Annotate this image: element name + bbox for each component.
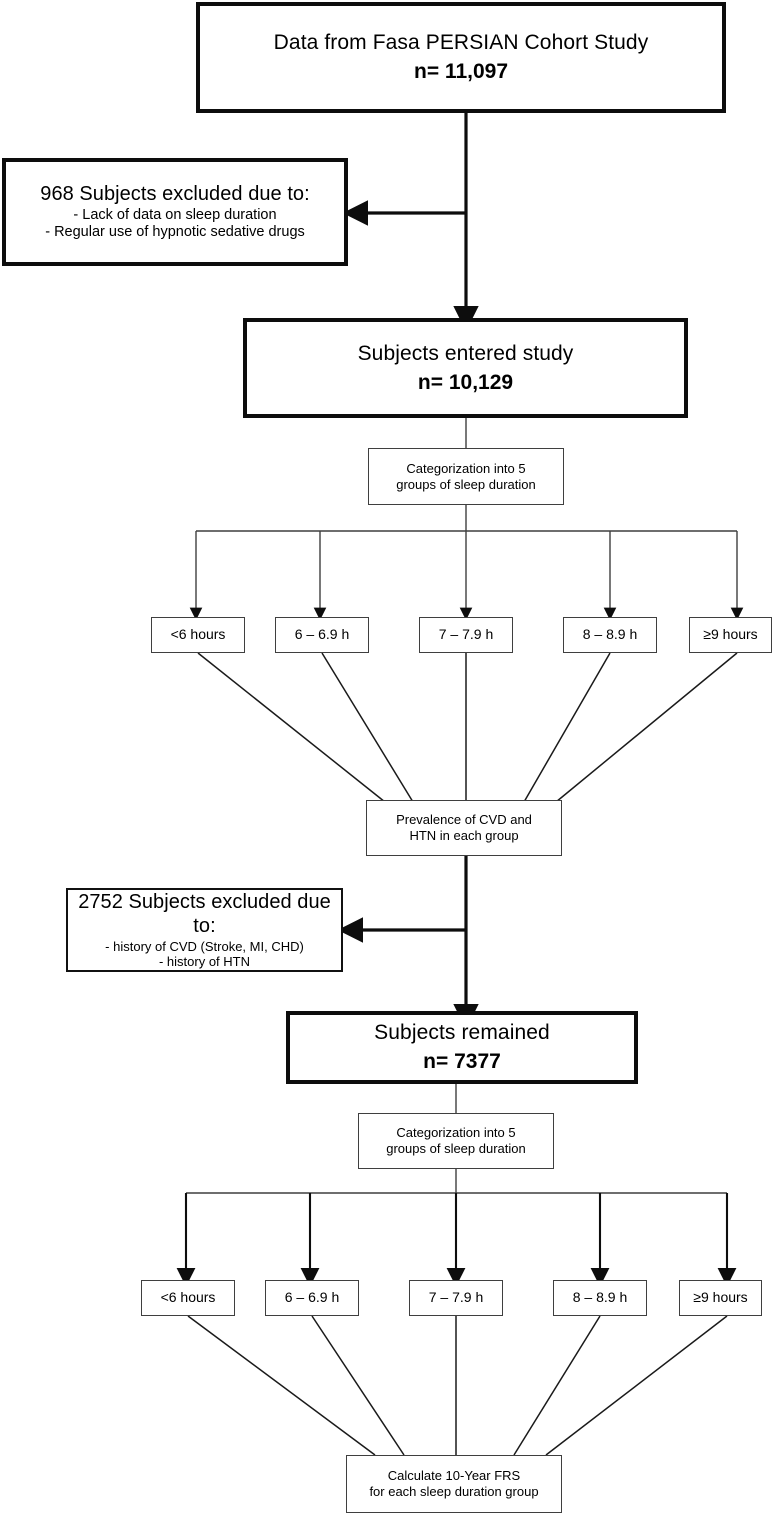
group-box-bottom-1: <6 hours [141,1280,235,1316]
group-label-bottom-4: 8 – 8.9 h [572,1289,628,1306]
entered-count: n= 10,129 [417,370,514,394]
categorization-1-line-2: groups of sleep duration [396,476,536,492]
edge-categorization-2-to-bar [176,1169,737,1287]
entered-title: Subjects entered study [357,341,574,365]
node-categorization-1: Categorization into 5 groups of sleep du… [368,448,564,505]
edge-groups-to-frs [187,1315,728,1456]
group-label-bottom-5: ≥9 hours [693,1289,748,1306]
categorization-2-line-1: Categorization into 5 [396,1125,516,1141]
group-box-top-3: 7 – 7.9 h [419,617,513,653]
edge-categorization-1-to-bar [189,505,744,621]
categorization-1-line-1: Categorization into 5 [406,460,526,476]
exclusion-1-reason-2: - Regular use of hypnotic sedative drugs [45,224,305,241]
group-label-bottom-2: 6 – 6.9 h [284,1289,340,1306]
group-label-top-1: <6 hours [170,626,226,643]
edge-groups-to-prevalence [197,652,738,803]
node-exclusion-1: 968 Subjects excluded due to: - Lack of … [2,158,348,266]
exclusion-1-heading: 968 Subjects excluded due to: [40,183,310,206]
categorization-2-line-2: groups of sleep duration [386,1141,526,1156]
frs-line-1: Calculate 10-Year FRS [387,1468,521,1484]
exclusion-2-heading: 2752 Subjects excluded due to: [78,890,331,938]
source-title: Data from Fasa PERSIAN Cohort Study [273,31,649,55]
group-box-bottom-4: 8 – 8.9 h [553,1280,647,1316]
source-count: n= 11,097 [414,60,508,83]
node-subjects-remained: Subjects remained n= 7377 [286,1011,638,1084]
prevalence-line-1: Prevalence of CVD and [396,812,532,828]
node-prevalence: Prevalence of CVD and HTN in each group [366,800,562,856]
frs-line-2: for each sleep duration group [369,1484,539,1499]
exclusion-2-reason-1: - history of CVD (Stroke, MI, CHD) [105,938,304,954]
group-label-top-3: 7 – 7.9 h [438,626,494,643]
node-exclusion-2: 2752 Subjects excluded due to: - history… [66,888,343,972]
node-subjects-entered: Subjects entered study n= 10,129 [243,318,688,418]
group-label-bottom-3: 7 – 7.9 h [428,1289,484,1306]
node-calculate-frs: Calculate 10-Year FRS for each sleep dur… [346,1455,562,1513]
remained-count: n= 7377 [423,1050,501,1073]
group-box-top-2: 6 – 6.9 h [275,617,369,653]
exclusion-2-reason-2: - history of HTN [158,954,250,970]
group-label-top-5: ≥9 hours [703,626,758,643]
exclusion-1-reason-1: - Lack of data on sleep duration [73,206,277,223]
group-box-top-1: <6 hours [151,617,245,653]
prevalence-line-2: HTN in each group [409,828,519,843]
remained-title: Subjects remained [374,1021,550,1045]
group-label-top-4: 8 – 8.9 h [582,626,638,643]
group-box-top-5: ≥9 hours [689,617,772,653]
group-box-top-4: 8 – 8.9 h [563,617,657,653]
node-categorization-2: Categorization into 5 groups of sleep du… [358,1113,554,1169]
group-box-bottom-5: ≥9 hours [679,1280,762,1316]
group-label-bottom-1: <6 hours [160,1289,216,1306]
group-label-top-2: 6 – 6.9 h [294,626,350,643]
group-box-bottom-2: 6 – 6.9 h [265,1280,359,1316]
group-box-bottom-3: 7 – 7.9 h [409,1280,503,1316]
node-source-cohort: Data from Fasa PERSIAN Cohort Study n= 1… [196,2,726,113]
